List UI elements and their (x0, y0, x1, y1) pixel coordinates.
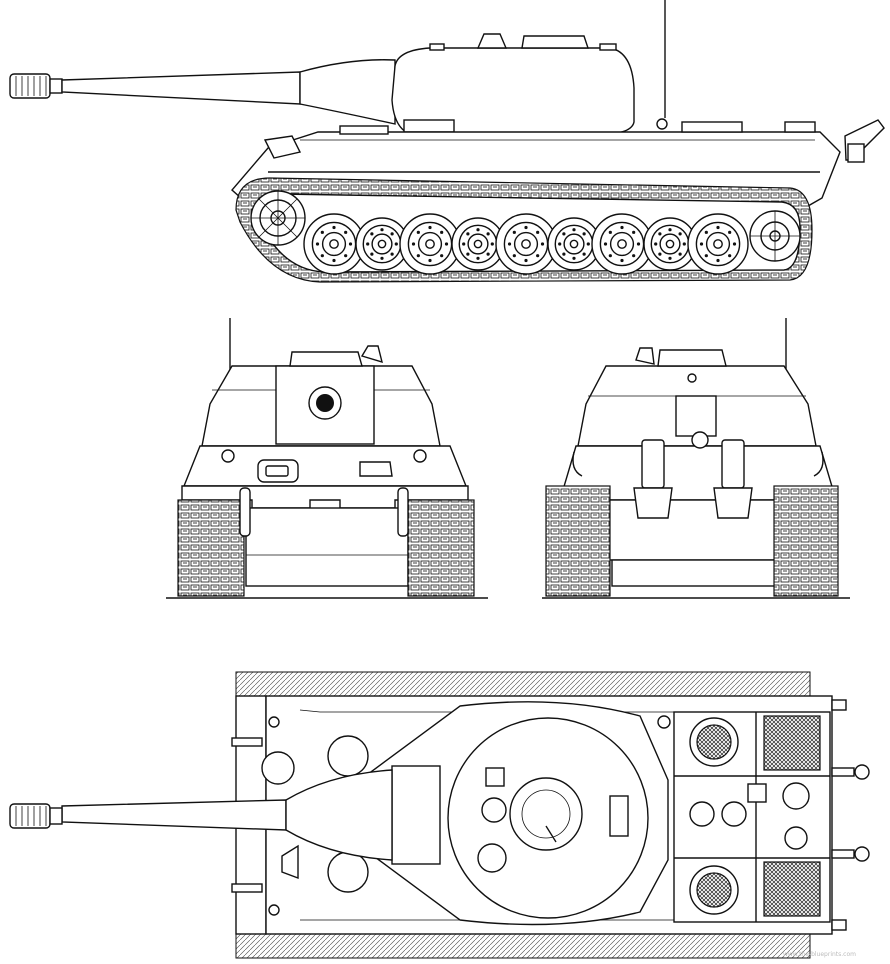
radiator-grille-upper (763, 715, 821, 771)
road-wheel (303, 213, 365, 275)
radiator-grille-lower (763, 861, 821, 917)
vision-block (281, 844, 299, 880)
loader-periscope (481, 797, 507, 823)
gun-mantlet (299, 59, 396, 125)
commander-cupola (509, 777, 583, 851)
road-wheels (303, 213, 749, 275)
headlight (263, 135, 302, 159)
hull-mg-port (359, 461, 393, 477)
spare-link (261, 751, 295, 785)
fender-top (235, 671, 811, 697)
gun-barrel (61, 799, 287, 831)
road-wheel (495, 213, 557, 275)
pistol-port (687, 373, 697, 383)
road-wheel (355, 217, 409, 271)
front-deck-plate (339, 125, 389, 135)
turret (391, 47, 635, 135)
road-wheel (451, 217, 505, 271)
rear-view (542, 318, 850, 599)
tow-eye-upper (231, 737, 263, 747)
rear-plate (599, 499, 797, 561)
lower-hull (245, 507, 409, 587)
road-wheel (399, 213, 461, 275)
cooling-fan-lower (689, 865, 739, 915)
track-right (773, 485, 839, 597)
rear-light-upper (831, 699, 847, 711)
antenna-base (656, 118, 668, 130)
drive-sprocket (250, 190, 306, 246)
tow-shackle-left (239, 487, 251, 537)
exhaust-left (633, 439, 673, 519)
headlight-left (221, 449, 235, 463)
filler-cap-2 (721, 801, 747, 827)
access-plug (784, 826, 808, 850)
rear-light-lower (831, 919, 847, 931)
fender-bottom (235, 933, 811, 959)
top-view (9, 671, 870, 959)
hatch-hinge (429, 43, 445, 51)
antenna-base (657, 715, 671, 729)
commander-cupola (521, 35, 589, 49)
fan-housing (691, 431, 709, 449)
cooling-fan-upper (689, 717, 739, 767)
inspection-plate (747, 783, 767, 803)
road-wheel (591, 213, 653, 275)
sight-aperture (485, 767, 505, 787)
engine-deck-hatch (681, 121, 743, 133)
periscope (360, 345, 383, 364)
periscope (635, 347, 655, 365)
tow-cable-left (572, 451, 583, 477)
track-left (545, 485, 611, 597)
road-wheel (547, 217, 601, 271)
gun-bore-dark (316, 394, 334, 412)
filler-cap (689, 801, 715, 827)
road-wheel (687, 213, 749, 275)
vent-cap (599, 43, 617, 51)
radio-op-hatch (327, 851, 369, 893)
cupola (657, 349, 727, 367)
tow-hook (847, 143, 865, 163)
driver-hatch (327, 735, 369, 777)
gun-mantlet (391, 765, 441, 865)
gun-barrel (61, 71, 301, 105)
muzzle-brake (9, 803, 63, 829)
tow-eye-lower (231, 883, 263, 893)
gun-sleeve (285, 769, 393, 861)
rear-hatch (675, 395, 717, 437)
tow-hook-lower (831, 846, 870, 862)
fuel-cap (782, 782, 810, 810)
cupola-handle (545, 825, 557, 843)
headlight-right (413, 449, 427, 463)
escape-hatch (609, 795, 629, 837)
road-wheel (643, 217, 697, 271)
track-left (177, 499, 245, 597)
watermark: www.the-blueprints.com (782, 951, 856, 958)
ventilator (477, 843, 507, 873)
rear-deck-box (784, 121, 816, 133)
turret-ring-guard (403, 119, 455, 133)
tow-cable-right (813, 451, 824, 477)
muzzle-brake (9, 73, 63, 99)
cupola (289, 351, 363, 367)
side-view (9, 0, 885, 283)
exhaust-right (713, 439, 753, 519)
front-view (166, 318, 488, 599)
idler-wheel (749, 210, 801, 262)
track-right (407, 499, 475, 597)
tow-hook-upper (831, 764, 870, 780)
periscope (476, 33, 508, 49)
tow-shackle-right (397, 487, 409, 537)
lower-rear-plate (611, 559, 783, 587)
